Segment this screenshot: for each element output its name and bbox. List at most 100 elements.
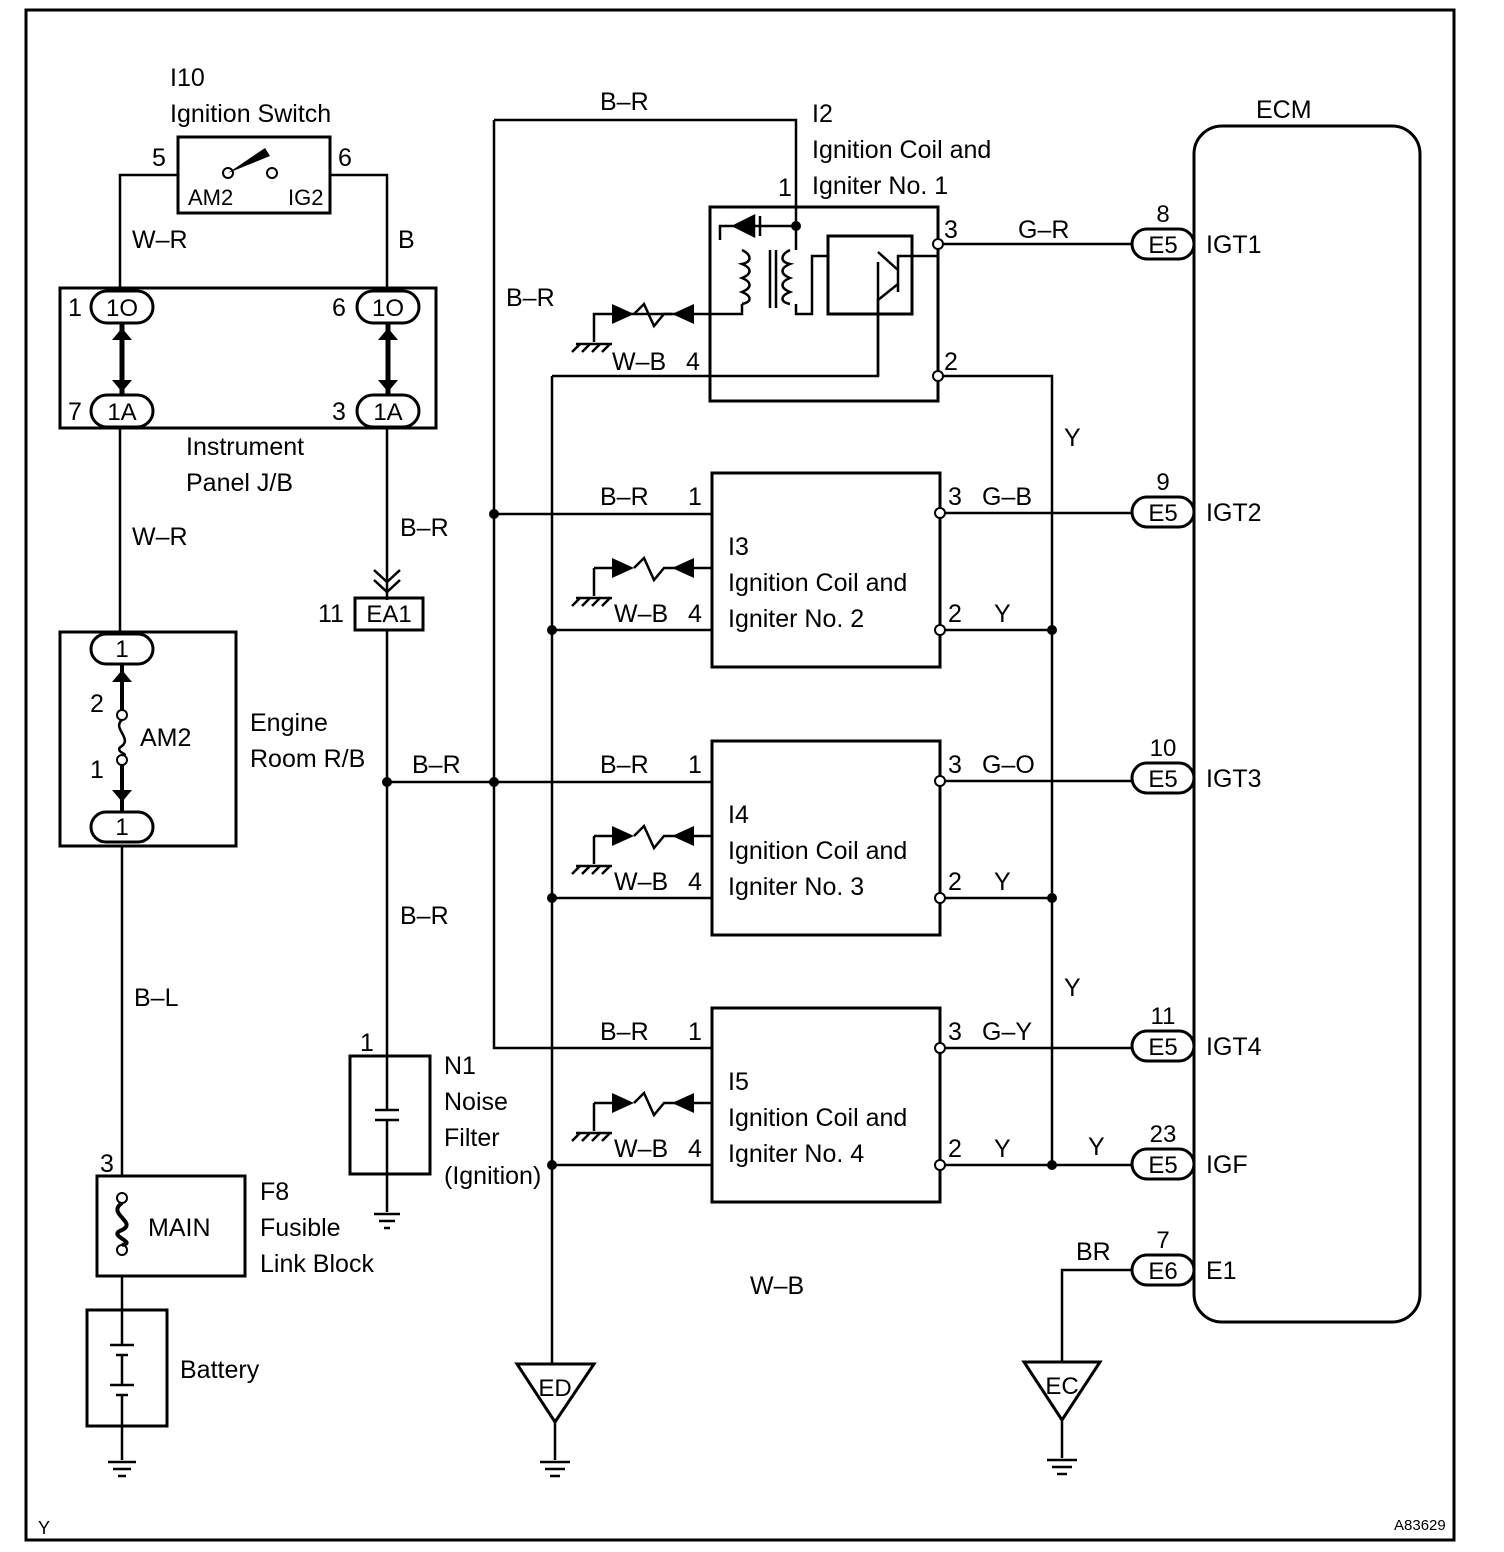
noise-filter: 1 [348,1029,432,1230]
fusible-link-pin: 3 [100,1150,114,1178]
spark-plug-ground-icon [571,312,712,353]
fusible-link-block: 3 MAIN [95,1150,247,1278]
ecm-terminal-pin: 8 [1156,201,1169,228]
ecm-terminal-label: IGT4 [1206,1033,1262,1061]
fusible-link-icon [115,1201,129,1247]
wire-y-right2: Y [1064,974,1081,1002]
fusible-link-name2: Link Block [260,1250,374,1278]
spark-gap-icon [612,826,694,846]
spark-gap-icon [612,1093,694,1113]
wire-b-r-top: B–R [600,88,649,116]
ecm-terminal-label: E1 [1206,1257,1237,1285]
coil-i5-id: I5 [728,1068,749,1096]
coil-i5-ground: W–B [614,1135,668,1163]
fuse-icon [117,719,127,757]
coil-i5-line2: Igniter No. 4 [728,1140,864,1168]
connector-ea1: EA1 11 [318,596,425,632]
fusible-link-id: F8 [260,1178,289,1206]
coil-i3-line2: Igniter No. 2 [728,605,864,633]
coil-winding-icon [737,248,751,306]
ignition-switch-label-am2: AM2 [188,185,233,210]
coil-i5-wire3: G–Y [982,1018,1032,1046]
instrument-panel-jb: 1O 1O 1A 1A 1 6 7 3 Instrument Panel J/B [58,286,438,497]
ecm-name: ECM [1256,96,1312,124]
ecm-terminal-conn: E5 [1148,1152,1177,1179]
corner-label-right: A83629 [1394,1517,1446,1534]
ignition-switch-pin-left: 5 [152,144,166,172]
coil-i4-ground: W–B [614,868,668,896]
coil-i2-wire3: G–R [1018,216,1069,244]
jb-pin-tl: 1 [68,294,82,322]
fusible-link-name1: Fusible [260,1214,341,1242]
ignition-switch: I10 Ignition Switch 5 6 AM2 IG2 [152,64,352,215]
coil-i3-pin2: 2 [948,600,962,628]
coil-i2: I2 Ignition Coil and Igniter No. 1 1 3 2… [571,100,1132,1165]
coil-i2-id: I2 [812,100,833,128]
battery-icon [110,1310,134,1426]
noise-filter-id: N1 [444,1052,476,1080]
jb-pin-br: 3 [332,398,346,426]
battery [85,1308,169,1428]
ecm-terminal-conn: E5 [1148,766,1177,793]
ecm-terminal-pin: 10 [1150,735,1177,762]
ignition-switch-name: Ignition Switch [170,100,331,128]
wire-b-r-mid: B–R [400,514,449,542]
coil-i4-wire2: Y [994,868,1011,896]
switch-blade-icon [228,148,270,173]
wire-w-r-top: W–R [132,226,188,254]
noise-filter-line3: (Ignition) [444,1162,541,1190]
coil-i2-ground: W–B [612,348,666,376]
ecm-terminal-label: IGT1 [1206,231,1262,259]
coil-i5-wire1: B–R [600,1018,649,1046]
ecm-terminal-pin: 9 [1156,469,1169,496]
ecm: ECM E58IGT1E59IGT2E510IGT3E511IGT4E523IG… [1130,96,1422,1324]
wire-b-r-lower: B–R [400,902,449,930]
wire-w-b-bottom: W–B [750,1272,804,1300]
spark-gap-icon [612,304,694,324]
rb-name-line1: Engine [250,709,328,737]
ea1-pin: 11 [318,600,344,628]
coil-i4-pin4: 4 [688,868,702,896]
coil-i2-pin1: 1 [778,174,792,202]
wire-b-top: B [398,226,415,254]
rb-pin-bottom: 1 [115,814,128,841]
coil-i3-wire3: G–B [982,483,1032,511]
coil-i4-pin1: 1 [688,751,702,779]
jb-connector-tl: 1O [106,295,138,322]
coil-i3-line1: Ignition Coil and [728,569,907,597]
wire-w-r-mid: W–R [132,523,188,551]
coil-i5-wire2: Y [994,1135,1011,1163]
coil-i3-pin4: 4 [688,600,702,628]
coil-i4-id: I4 [728,801,749,829]
coil-i3-pin1: 1 [688,483,702,511]
coil-i4-pin2: 2 [948,868,962,896]
coil-i3-pin3: 3 [948,483,962,511]
engine-room-rb: 1 1 2 1 AM2 [58,630,238,848]
diode-icon [718,213,796,240]
coil-i5-pin4: 4 [688,1135,702,1163]
diagram-frame [24,8,1456,1542]
wire-b-l: B–L [134,984,179,1012]
ignition-switch-id: I10 [170,64,205,92]
ground-icon [108,1426,136,1478]
coil-i3-ground: W–B [614,600,668,628]
coil-i5-pin2: 2 [948,1135,962,1163]
ea1-id: EA1 [366,601,411,628]
noise-filter-line2: Filter [444,1124,500,1152]
ecm-terminal-label: IGT3 [1206,765,1262,793]
wire-y-igf: Y [1088,1133,1105,1161]
wire-br-e1: BR [1076,1238,1111,1266]
ecm-terminal-pin: 23 [1150,1121,1177,1148]
coil-i4-line2: Igniter No. 3 [728,873,864,901]
coil-i3-id: I3 [728,533,749,561]
ecm-terminal-conn: E6 [1148,1258,1177,1285]
wire-y-right1: Y [1064,424,1081,452]
ecm-terminal-pin: 11 [1151,1003,1176,1030]
